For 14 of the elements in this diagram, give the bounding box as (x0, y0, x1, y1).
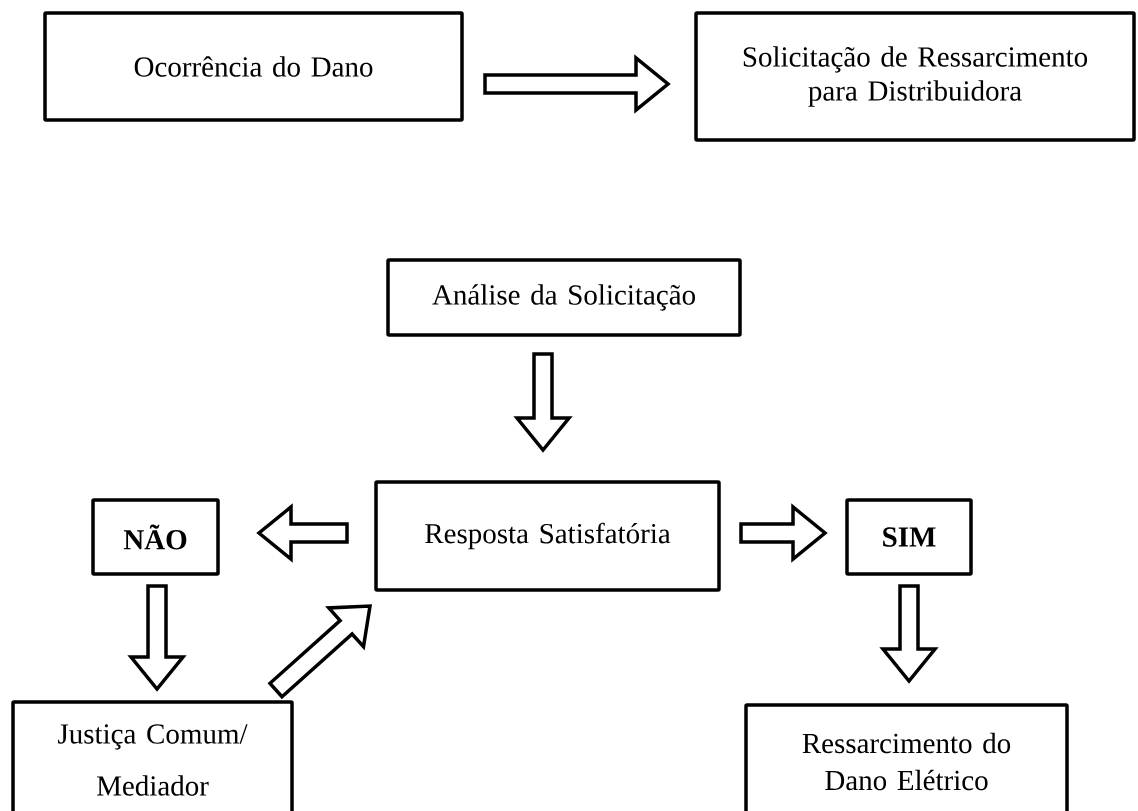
process-box: Resposta Satisfatória (374, 480, 721, 592)
process-box: Análise da Solicitação (386, 258, 742, 337)
process-box: Justiça Comum/ Mediador (11, 700, 294, 811)
block-arrow (879, 584, 939, 684)
block-arrow (483, 54, 671, 114)
process-box: Solicitação de Ressarcimento para Distribuidora (694, 11, 1136, 142)
block-arrow (127, 584, 187, 692)
block-arrow (739, 503, 828, 563)
process-box: NÃO (91, 498, 220, 576)
process-box: Ocorrência do Dano (43, 11, 464, 122)
process-box: SIM (845, 498, 973, 576)
block-arrow (256, 503, 349, 563)
block-arrow (513, 352, 573, 453)
process-box: Ressarcimento do Dano Elétrico (744, 703, 1069, 811)
